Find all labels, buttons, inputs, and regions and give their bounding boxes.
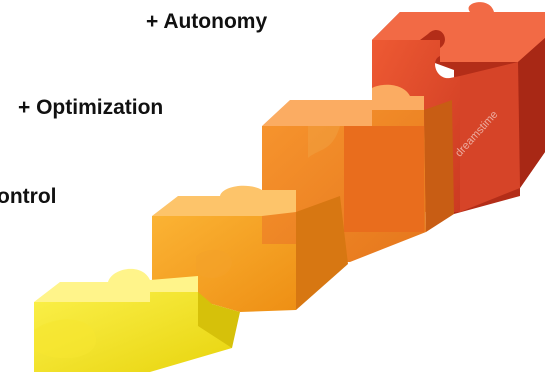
- label-optimization: + Optimization: [18, 96, 164, 119]
- label-autonomy: + Autonomy: [146, 10, 268, 33]
- label-control: ontrol: [0, 185, 57, 208]
- puzzle-piece-yellow: [34, 268, 240, 372]
- puzzle-piece-dark-orange: [262, 84, 454, 262]
